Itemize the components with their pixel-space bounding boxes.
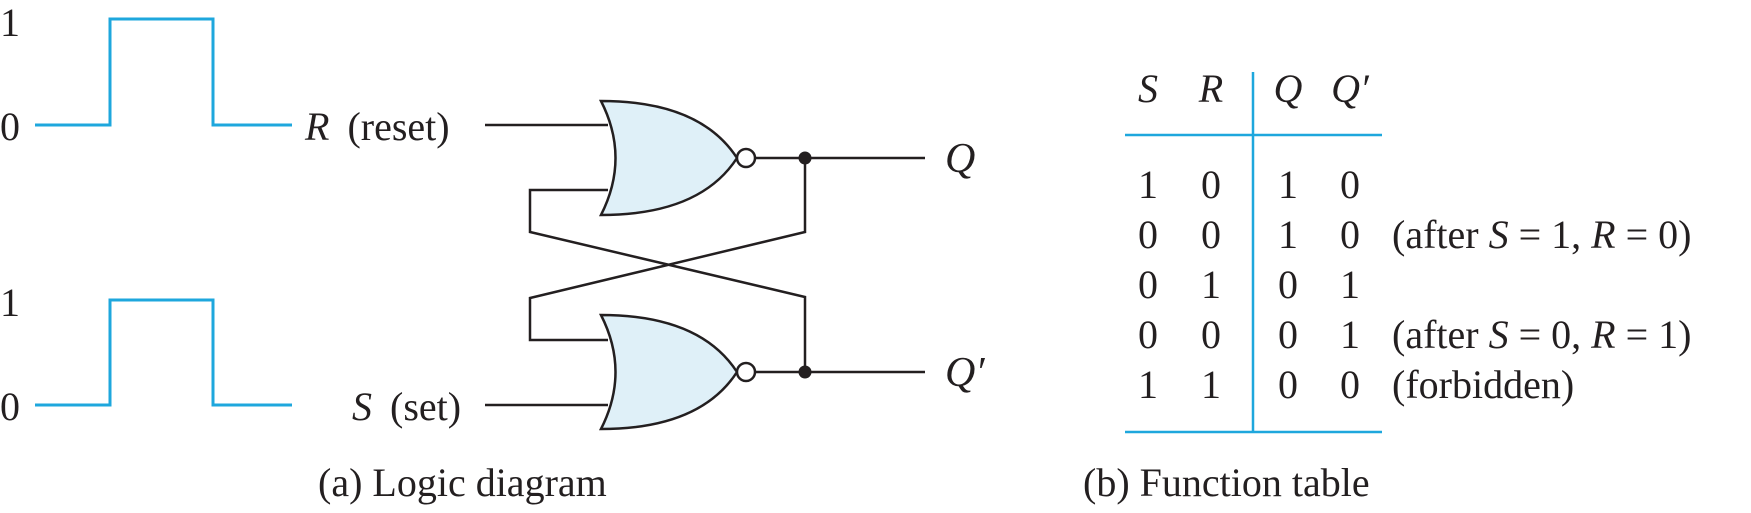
- nor-gate-bottom-bubble: [735, 361, 757, 383]
- waveform-s-high-label: 1: [0, 280, 20, 325]
- table-cell-r: 1: [1201, 262, 1221, 307]
- nor-gate-bottom: [598, 313, 757, 431]
- table-cell-qprime: 0: [1340, 162, 1360, 207]
- note-segment: = 0): [1616, 212, 1692, 257]
- table-cell-qprime: 1: [1340, 312, 1360, 357]
- input-s-desc: (set): [390, 384, 461, 429]
- table-cell-s: 0: [1138, 212, 1158, 257]
- table-cell-qprime: 0: [1340, 212, 1360, 257]
- table-cell-s: 1: [1138, 362, 1158, 407]
- note-segment: = 1): [1616, 312, 1692, 357]
- table-cell-s: 0: [1138, 262, 1158, 307]
- table-header-qprime: Q′: [1331, 66, 1370, 111]
- waveform-r-low-label: 0: [0, 104, 20, 149]
- table-cell-q: 0: [1278, 262, 1298, 307]
- output-qprime-label: Q′: [945, 350, 985, 396]
- note-segment: (after: [1392, 312, 1489, 357]
- input-s-symbol: S: [352, 384, 372, 429]
- nor-gate-top: [598, 99, 757, 217]
- input-r-label: R (reset): [304, 104, 450, 149]
- input-r-desc: (reset): [347, 104, 449, 149]
- output-q-label: Q: [945, 136, 975, 182]
- table-cell-s: 0: [1138, 312, 1158, 357]
- table-cell-r: 0: [1201, 162, 1221, 207]
- waveform-r-pulse: [35, 17, 292, 127]
- waveform-s: 1 0: [0, 280, 292, 429]
- waveform-r: 1 0: [0, 0, 292, 149]
- table-cell-r: 0: [1201, 212, 1221, 257]
- table-cell-s: 1: [1138, 162, 1158, 207]
- table-header-r: R: [1198, 66, 1223, 111]
- table-cell-q: 0: [1278, 362, 1298, 407]
- table-cell-q: 1: [1278, 212, 1298, 257]
- nor-gate-bottom-body: [598, 313, 739, 431]
- caption-logic-diagram: (a) Logic diagram: [318, 460, 607, 505]
- note-segment: R: [1590, 212, 1615, 257]
- wire-top-gate-feedback: [528, 188, 807, 372]
- note-segment: = 0,: [1509, 312, 1592, 357]
- table-cell-q: 0: [1278, 312, 1298, 357]
- waveform-r-high-label: 1: [0, 0, 20, 45]
- table-row-note: (forbidden): [1392, 362, 1574, 407]
- table-cell-qprime: 1: [1340, 262, 1360, 307]
- table-row-note: (after S = 1, R = 0): [1392, 212, 1691, 257]
- nor-gate-top-body: [598, 99, 739, 217]
- note-segment: S: [1489, 312, 1509, 357]
- table-header-s: S: [1138, 66, 1158, 111]
- table-cell-r: 0: [1201, 312, 1221, 357]
- nor-gate-top-bubble: [735, 147, 757, 169]
- wire-bottom-gate-feedback: [528, 158, 807, 342]
- waveform-s-pulse: [35, 298, 292, 407]
- input-r-symbol: R: [304, 104, 329, 149]
- note-segment: (forbidden): [1392, 362, 1574, 407]
- table-header-q: Q: [1274, 66, 1303, 111]
- table-cell-r: 1: [1201, 362, 1221, 407]
- caption-function-table: (b) Function table: [1083, 460, 1370, 505]
- note-segment: R: [1590, 312, 1615, 357]
- junction-q: [798, 151, 812, 165]
- table-row-note: (after S = 0, R = 1): [1392, 312, 1691, 357]
- input-s-label: S (set): [352, 384, 461, 429]
- note-segment: = 1,: [1509, 212, 1592, 257]
- waveform-s-low-label: 0: [0, 384, 20, 429]
- junction-qprime: [798, 365, 812, 379]
- note-segment: S: [1489, 212, 1509, 257]
- table-cell-q: 1: [1278, 162, 1298, 207]
- note-segment: (after: [1392, 212, 1489, 257]
- latch-wiring: [485, 123, 925, 407]
- table-cell-qprime: 0: [1340, 362, 1360, 407]
